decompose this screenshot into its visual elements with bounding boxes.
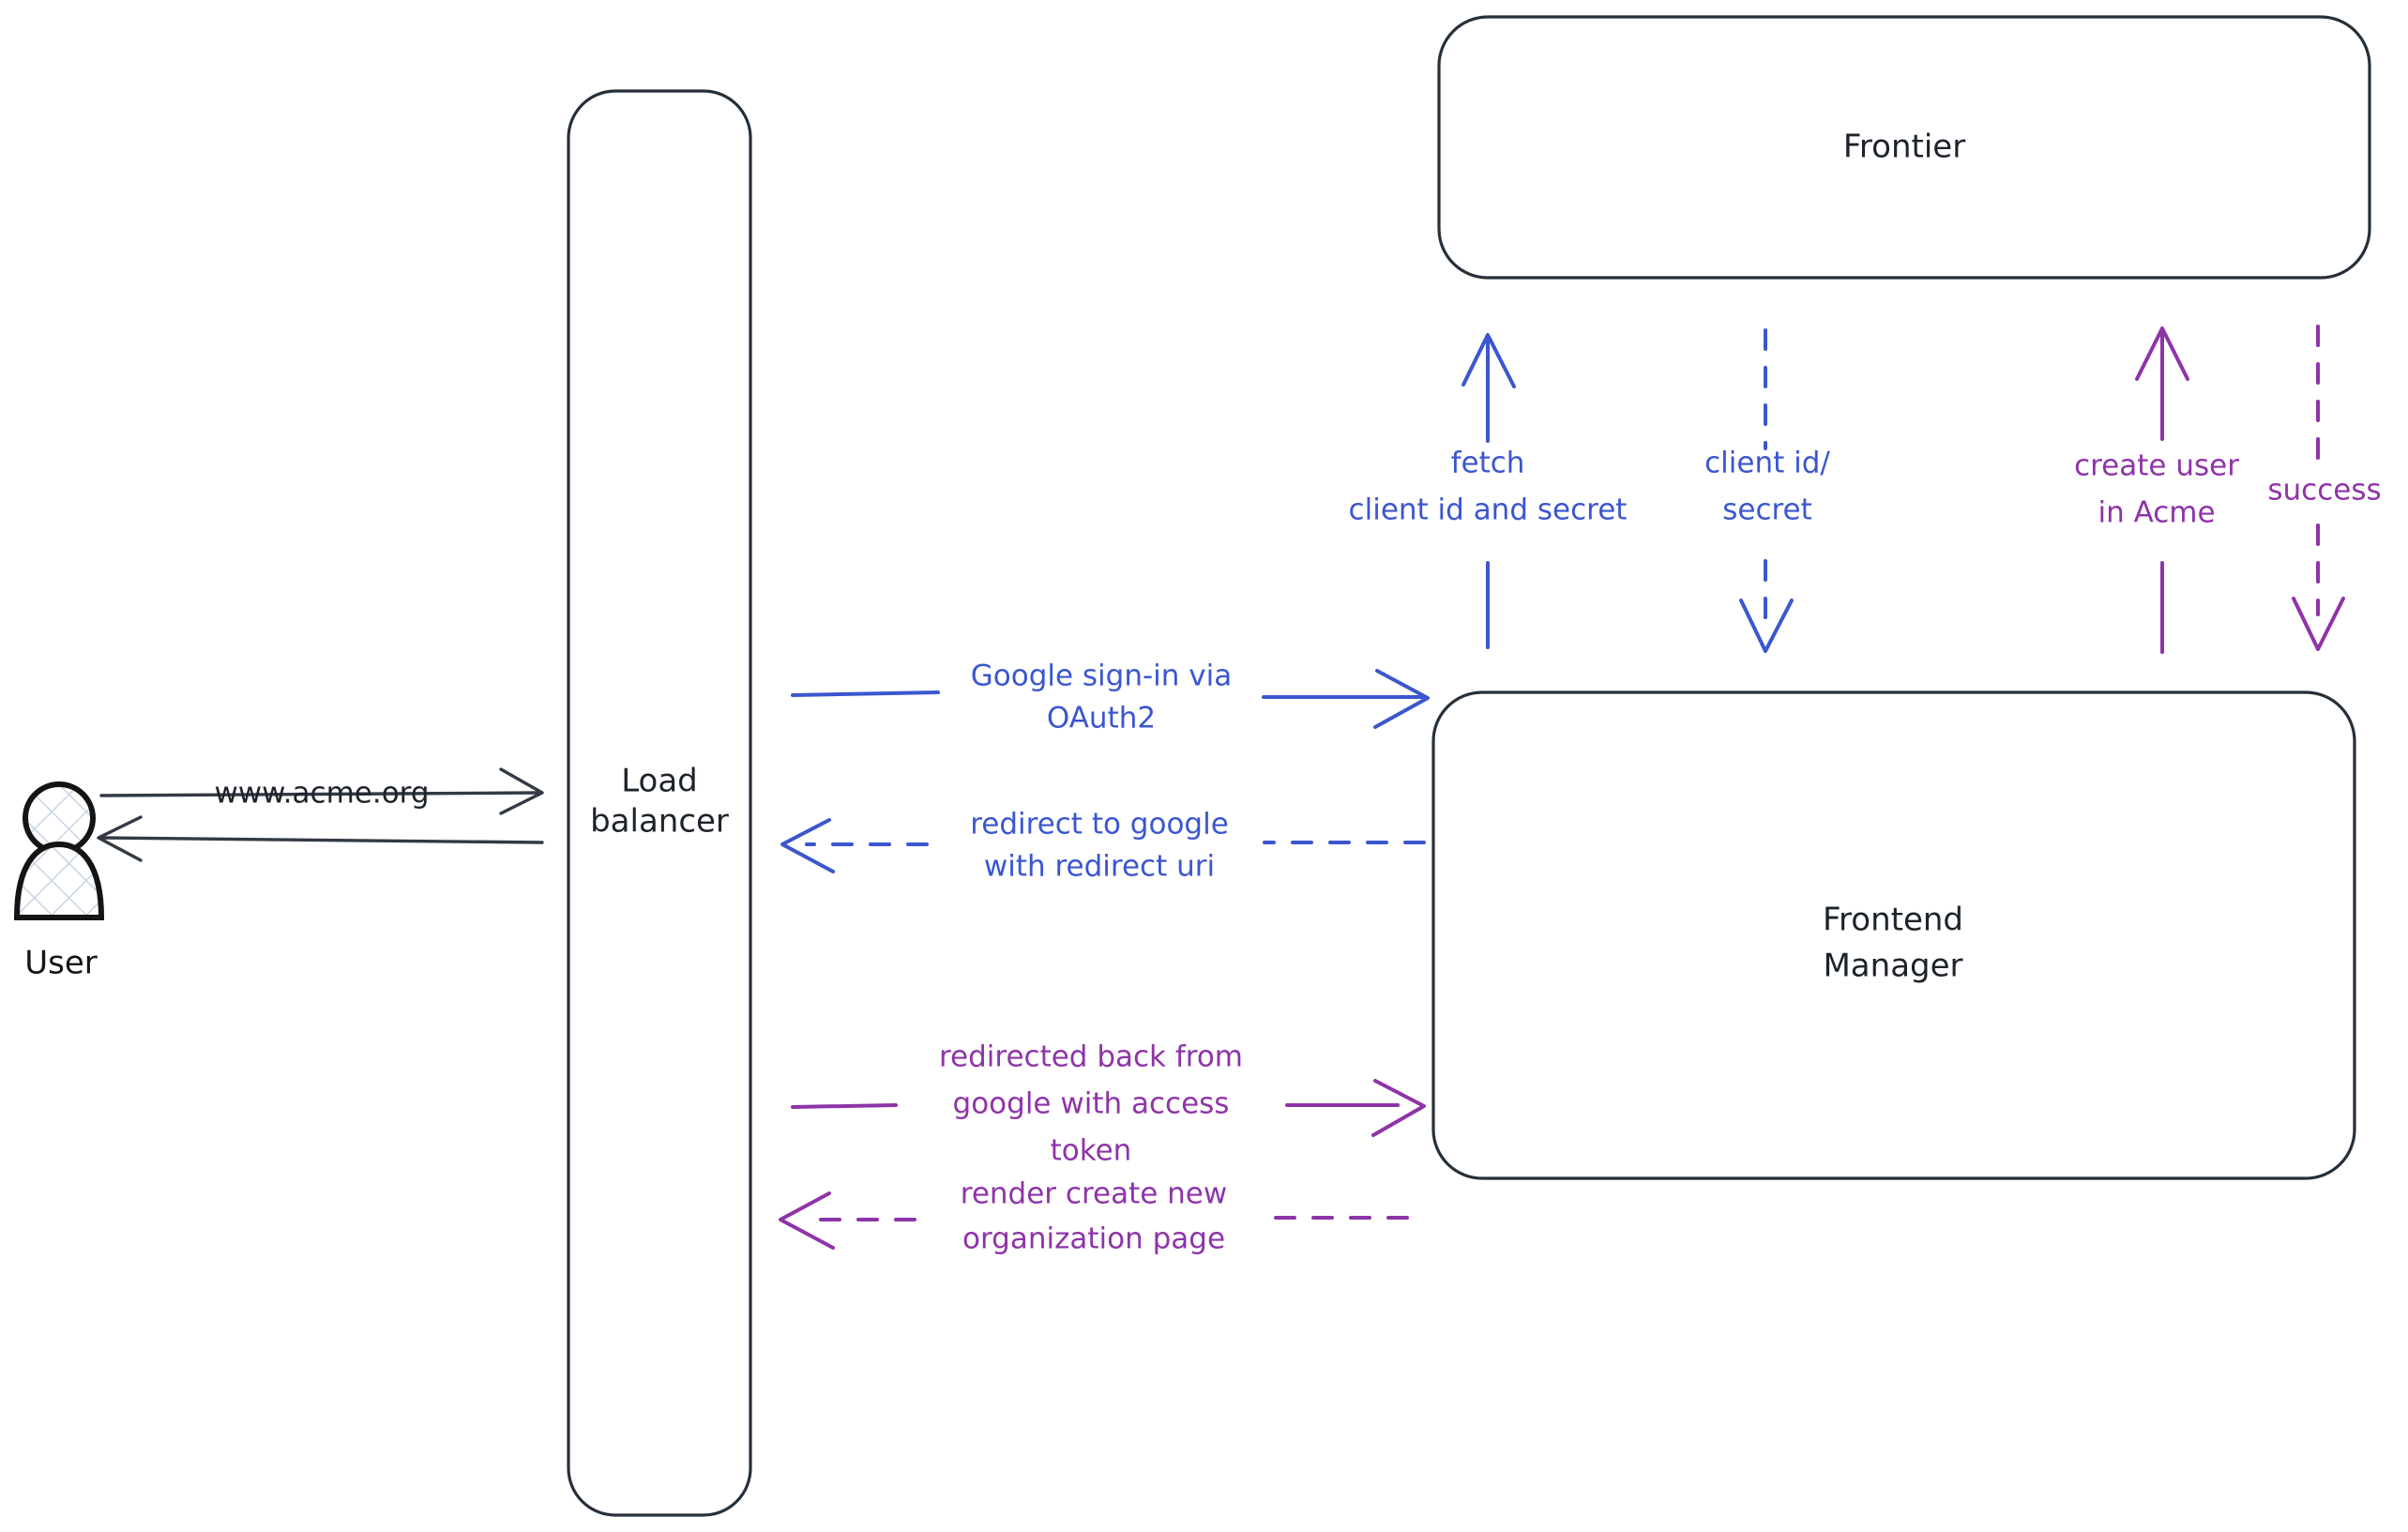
- node-frontend-manager-label-line2: Manager: [1823, 948, 1962, 985]
- edge-fm-to-lb-render[interactable]: render create new organization page: [779, 1177, 1409, 1256]
- edge-user-to-lb-arrowhead-icon: [499, 767, 544, 815]
- edge-fm-to-lb-redirect-arrowhead-icon: [780, 818, 835, 873]
- edge-fm-to-frontier-fetch-label-line1: fetch: [1451, 447, 1525, 480]
- edge-lb-to-fm-signin-label-line1: Google sign-in via: [971, 660, 1233, 693]
- edge-lb-to-fm-signin-arrowhead-icon: [1373, 669, 1430, 729]
- edge-fm-to-frontier-create-user-arrowhead-icon: [2135, 326, 2189, 381]
- node-load-balancer-label-line1: Load: [621, 763, 698, 800]
- edge-fm-to-frontier-create-user-label-line1: create user: [2074, 449, 2239, 483]
- actor-user-label: User: [24, 945, 98, 982]
- node-load-balancer-box: [567, 89, 752, 1517]
- node-load-balancer[interactable]: Load balancer: [567, 89, 752, 1517]
- edge-lb-to-fm-token-label-line1: redirected back from: [939, 1040, 1243, 1074]
- edge-fm-to-frontier-fetch-label-line2: client id and secret: [1349, 493, 1628, 527]
- edge-fm-to-frontier-create-user[interactable]: create user in Acme: [2074, 326, 2239, 654]
- edge-lb-to-fm-token[interactable]: redirected back from google with access …: [791, 1040, 1426, 1168]
- edge-fm-to-frontier-fetch[interactable]: fetch client id and secret: [1349, 333, 1628, 649]
- node-frontier-box: [1437, 15, 2371, 280]
- edge-fm-to-lb-redirect[interactable]: redirect to google with redirect uri: [780, 808, 1426, 884]
- edge-fm-to-frontier-fetch-arrowhead-icon: [1461, 333, 1516, 388]
- edge-frontier-to-fm-creds-arrowhead-icon: [1739, 599, 1794, 653]
- actor-user[interactable]: User: [13, 781, 105, 982]
- node-frontend-manager[interactable]: Frontend Manager: [1431, 690, 2356, 1180]
- user-body-icon: [13, 841, 105, 920]
- edge-lb-to-fm-token-label-line2: google with access: [953, 1087, 1230, 1121]
- edge-user-to-lb[interactable]: www.acme.org: [99, 767, 544, 815]
- edge-lb-to-user-line: [99, 836, 544, 844]
- edge-fm-to-lb-redirect-label-line1: redirect to google: [970, 808, 1229, 842]
- edge-lb-to-fm-signin[interactable]: Google sign-in via OAuth2: [791, 660, 1430, 736]
- edge-fm-to-lb-render-label-line1: render create new: [961, 1177, 1227, 1211]
- edge-fm-to-frontier-create-user-label-line2: in Acme: [2098, 496, 2215, 530]
- edge-lb-to-fm-token-label-line3: token: [1051, 1134, 1132, 1168]
- edge-frontier-to-fm-success[interactable]: success: [2267, 325, 2382, 651]
- node-frontend-manager-label-line1: Frontend: [1823, 902, 1963, 939]
- edge-lb-to-user[interactable]: [97, 815, 544, 862]
- edge-user-to-lb-label: www.acme.org: [214, 777, 429, 811]
- edge-lb-to-fm-token-arrowhead-icon: [1371, 1079, 1426, 1137]
- node-load-balancer-label-line2: balancer: [590, 803, 729, 841]
- edge-fm-to-lb-redirect-label-line2: with redirect uri: [984, 850, 1215, 884]
- edge-frontier-to-fm-creds-label-line1: client id/: [1704, 447, 1830, 480]
- edge-frontier-to-fm-success-label: success: [2267, 474, 2381, 508]
- node-frontend-manager-box: [1431, 690, 2356, 1180]
- edge-lb-to-fm-token-line-left: [791, 1103, 898, 1109]
- edge-lb-to-user-arrowhead-icon: [97, 815, 143, 862]
- edge-user-to-lb-line: [99, 791, 541, 797]
- edge-fm-to-lb-render-label-line2: organization page: [962, 1222, 1225, 1256]
- edge-frontier-to-fm-success-arrowhead-icon: [2292, 597, 2345, 651]
- edge-lb-to-fm-signin-label-line2: OAuth2: [1047, 702, 1156, 736]
- edge-frontier-to-fm-creds-label-line2: secret: [1722, 493, 1812, 527]
- edge-lb-to-fm-signin-line-left: [791, 690, 940, 697]
- edge-frontier-to-fm-creds[interactable]: client id/ secret: [1704, 328, 1830, 653]
- edge-fm-to-lb-render-arrowhead-icon: [779, 1191, 835, 1250]
- node-frontier[interactable]: Frontier: [1437, 15, 2371, 280]
- node-frontier-label: Frontier: [1843, 129, 1965, 166]
